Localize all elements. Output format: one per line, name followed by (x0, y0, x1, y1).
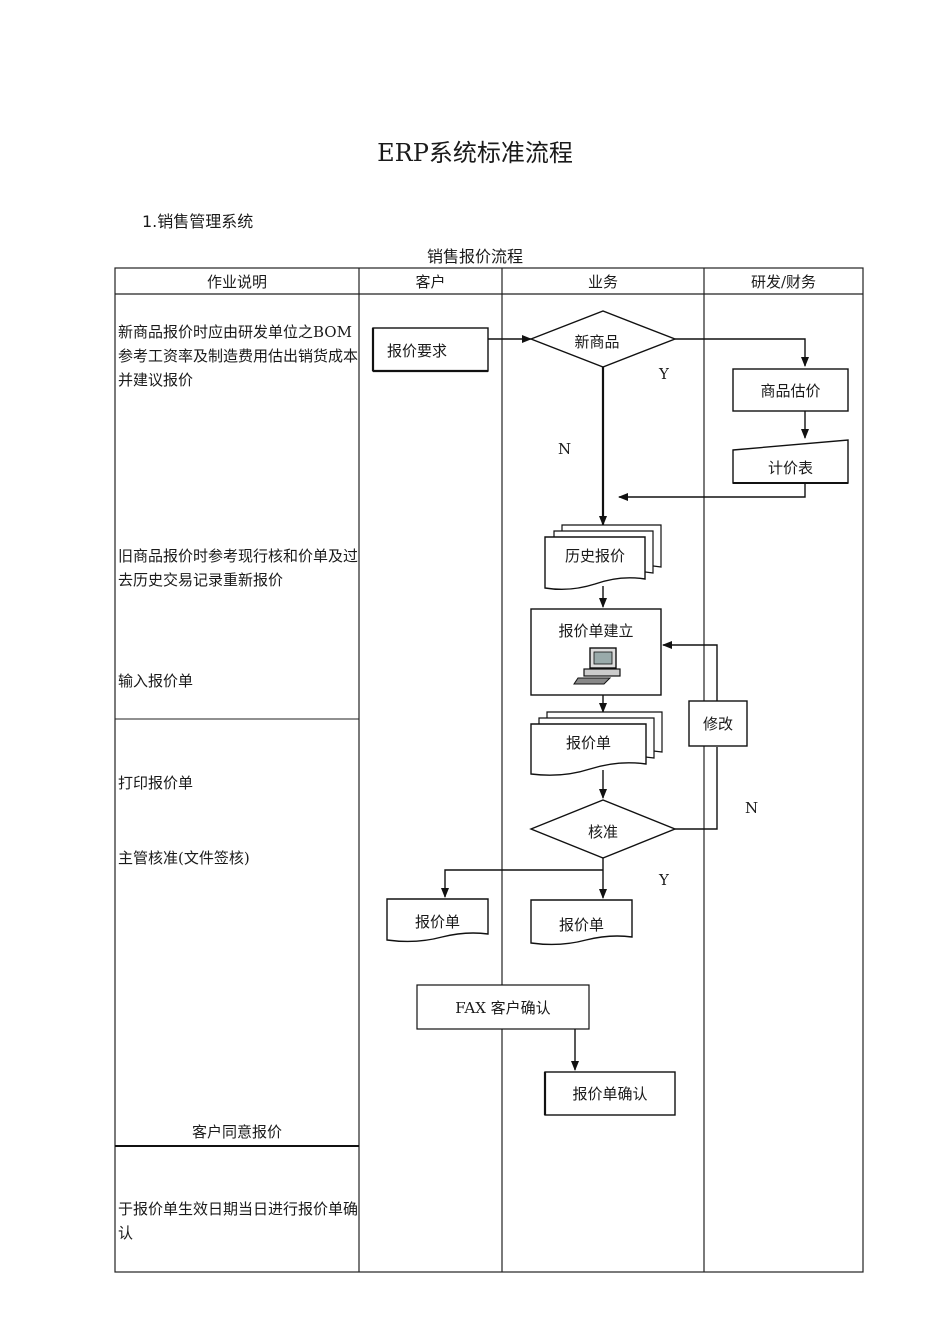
column-header-description: 作业说明 (206, 273, 267, 291)
yes-label-top: Y (659, 365, 669, 383)
no-loop-line (675, 747, 718, 830)
quote-creation-label: 报价单建立 (558, 622, 634, 640)
fax-confirm-box (416, 984, 590, 1030)
column-header-business: 业务 (587, 273, 618, 291)
section-heading: 1.销售管理系统 (142, 212, 254, 231)
desc-new-product-quote: 新商品报价时应由研发单位之BOM参考工资率及制造费用估出销货成本并建议报价 (118, 323, 359, 389)
modify-label: 修改 (702, 715, 733, 733)
table-border (114, 267, 864, 1273)
business-quote-label: 报价单 (558, 916, 604, 934)
desc-supervisor-approval: 主管核准(文件签核) (118, 849, 250, 867)
desc-input-quote: 输入报价单 (118, 672, 194, 690)
product-estimate-label: 商品估价 (760, 382, 821, 400)
no-label-bottom: N (745, 799, 759, 817)
computer-icon (573, 647, 621, 685)
quote-request-box (372, 327, 489, 372)
fax-confirm-label: FAX 客户确认 (455, 999, 551, 1017)
price-history-docs (544, 524, 662, 591)
desc-customer-agree: 客户同意报价 (191, 1123, 282, 1141)
product-estimate-box (732, 368, 849, 412)
return-arrow (618, 483, 806, 501)
new-product-label: 新商品 (574, 333, 620, 351)
yes-branch-arrow (675, 338, 809, 367)
table-title: 销售报价流程 (426, 247, 523, 266)
document-title: ERP系统标准流程 (377, 139, 573, 167)
price-history-label: 历史报价 (564, 547, 625, 565)
business-quote-doc (530, 899, 633, 946)
desc-old-product-quote: 旧商品报价时参考现行核和价单及过去历史交易记录重新报价 (118, 547, 359, 589)
desc-print-quote: 打印报价单 (118, 774, 194, 792)
yes-label-bottom: Y (659, 871, 669, 889)
modify-box (688, 700, 748, 747)
modify-arrow (662, 641, 718, 701)
quote-sheet-label: 报价单 (565, 734, 611, 752)
no-label-top: N (558, 440, 572, 458)
desc-confirm-quote: 于报价单生效日期当日进行报价单确认 (118, 1200, 359, 1242)
quote-confirm-label: 报价单确认 (572, 1085, 648, 1103)
quote-confirm-box (544, 1071, 676, 1116)
column-header-rd-finance: 研发/财务 (750, 273, 817, 291)
quote-request-label: 报价要求 (386, 342, 447, 360)
quote-sheet-docs (530, 711, 663, 776)
approval-label: 核准 (587, 823, 618, 841)
customer-quote-doc (386, 898, 489, 943)
price-sheet-label: 计价表 (767, 459, 813, 477)
customer-copy-arrow (441, 869, 603, 898)
column-header-customer: 客户 (415, 273, 446, 291)
customer-quote-label: 报价单 (414, 913, 460, 931)
